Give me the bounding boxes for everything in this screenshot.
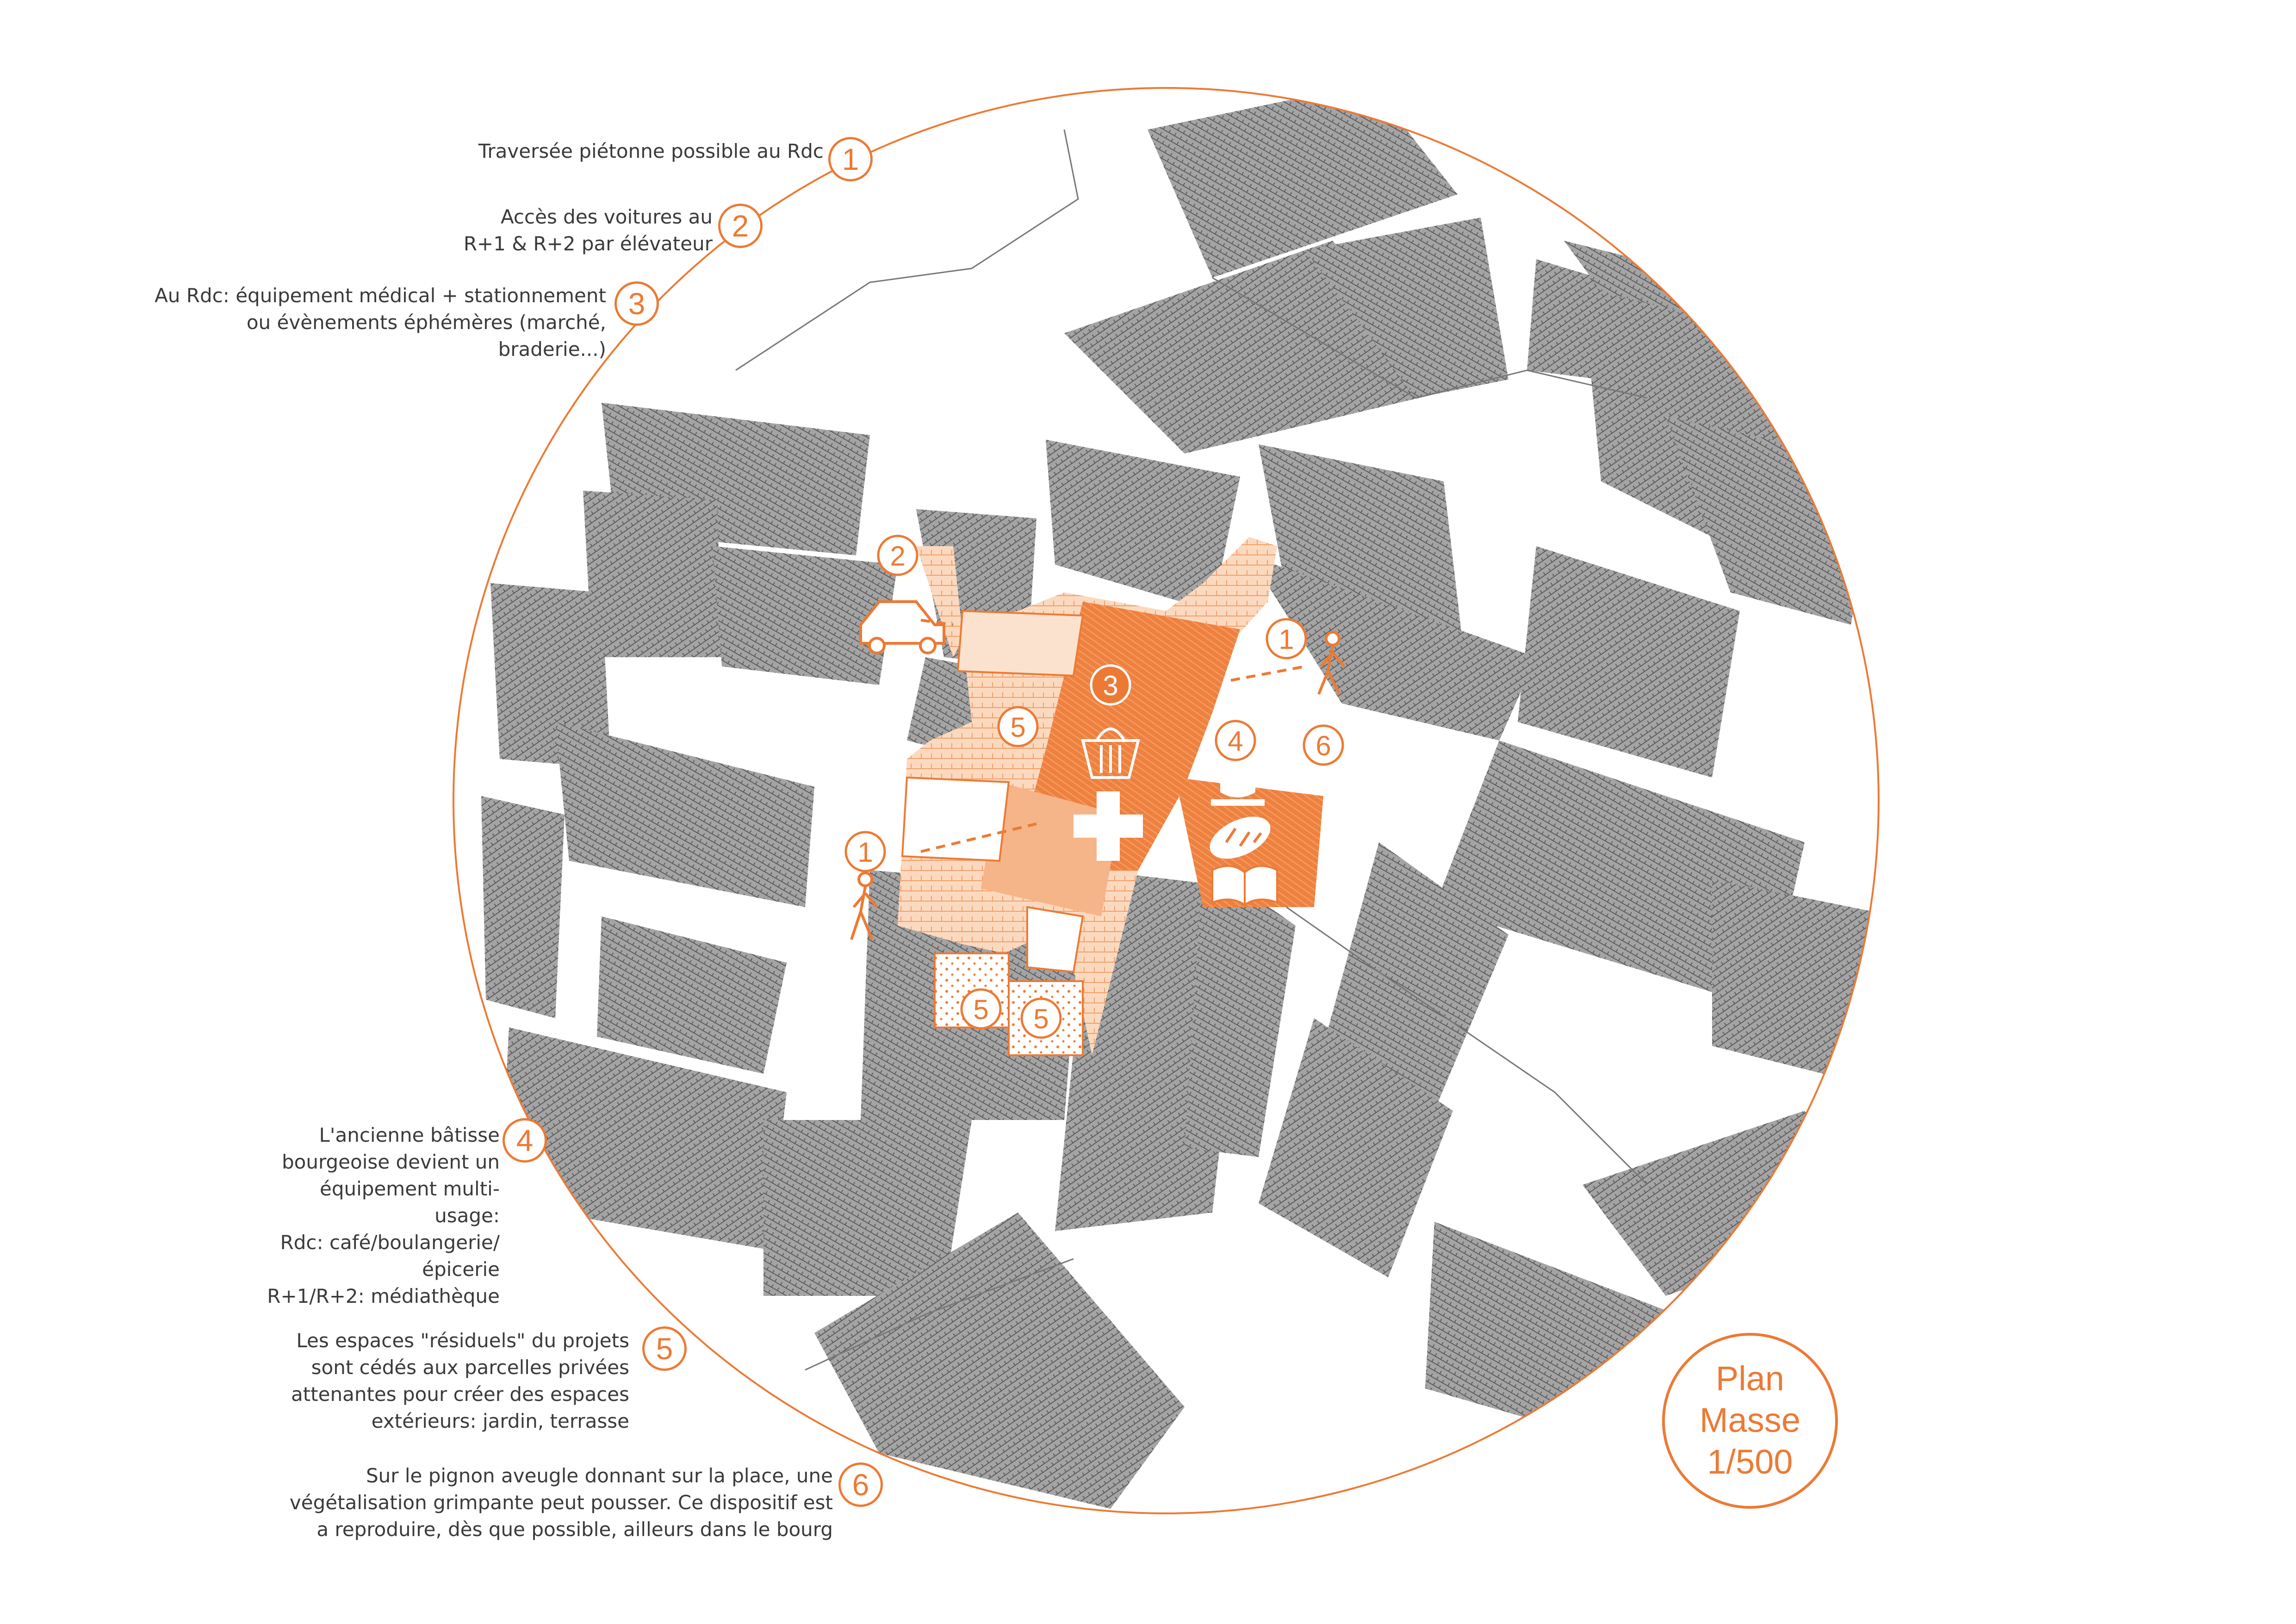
legend-note-6: Sur le pignon aveugle donnant sur la pla… [231,1462,833,1543]
legend-note-1-line: Traversée piétonne possible au Rdc [478,140,824,162]
basket-icon [1081,728,1140,779]
map-marker-1-west-label: 1 [857,837,873,868]
bread-icon [1210,816,1271,859]
legend-note-4-line: R+1/R+2: médiathèque [267,1285,500,1307]
map-marker-5-right: 5 [1020,997,1062,1039]
legend-note-2: Accès des voitures au R+1 & R+2 par élév… [416,204,713,257]
map-marker-5-left-label: 5 [973,994,988,1025]
legend-badge-1: 1 [828,137,873,181]
legend-badge-4: 4 [503,1118,547,1163]
plan-scale: 1/500 [1707,1443,1793,1481]
pedestrian-icon [1317,631,1346,695]
map-marker-2-label: 2 [890,541,905,572]
map-marker-5-north: 5 [997,706,1039,747]
plan-title-line-2: Masse [1700,1401,1800,1439]
legend-note-5-line: sont cédés aux parcelles privées [311,1356,629,1379]
arrow-icon [920,619,1305,853]
legend-note-4-line: épicerie [422,1258,500,1281]
map-marker-3: 3 [1090,664,1131,706]
legend-note-5: Les espaces "résiduels" du projets sont … [231,1327,629,1435]
map-marker-5-right-label: 5 [1033,1003,1049,1034]
map-marker-6: 6 [1303,724,1344,766]
legend-note-5-line: attenantes pour créer des espaces [291,1383,629,1406]
medical-cross-icon [1074,791,1143,861]
car-icon [859,600,945,654]
pedestrian-icon [850,871,878,940]
legend-badge-6: 6 [838,1462,883,1507]
legend-note-5-line: Les espaces "résiduels" du projets [296,1329,629,1352]
map-marker-2: 2 [877,535,918,576]
legend-note-4-line: L'ancienne bâtisse [319,1124,500,1146]
legend-badge-5: 5 [642,1326,687,1371]
legend-note-5-line: extérieurs: jardin, terrasse [371,1410,629,1432]
book-icon [1211,865,1278,906]
legend-note-2-line: Accès des voitures au [500,205,713,228]
legend-note-3-line: Au Rdc: équipement médical + stationneme… [155,284,606,307]
legend-note-1: Traversée piétonne possible au Rdc [407,138,824,165]
map-marker-4: 4 [1215,720,1256,761]
legend-note-2-line: R+1 & R+2 par élévateur [463,232,713,255]
map-marker-5-left: 5 [960,988,1002,1030]
legend-note-6-line: Sur le pignon aveugle donnant sur la pla… [366,1464,833,1487]
legend-badge-2: 2 [718,204,763,248]
legend-note-3-line: ou évènements éphémères (marché, [246,311,606,334]
legend-note-4-line: usage: [434,1204,500,1227]
map-marker-1-east-label: 1 [1278,624,1294,655]
legend-note-4-line: Rdc: café/boulangerie/ [280,1231,500,1254]
map-marker-1-east: 1 [1266,618,1307,660]
legend-note-3: Au Rdc: équipement médical + stationneme… [139,282,606,363]
map-marker-5-north-label: 5 [1010,712,1025,743]
map-marker-6-label: 6 [1316,730,1331,761]
legend-note-6-line: végétalisation grimpante peut pousser. C… [289,1491,833,1514]
legend-note-4-line: bourgeoise devient un [282,1151,500,1173]
street-outlines [735,129,1648,1371]
plan-title-circle: Plan Masse 1/500 [1662,1333,1838,1509]
legend-badge-3: 3 [614,281,659,326]
legend-note-3-line: braderie...) [498,338,606,361]
site-circle [453,87,1880,1514]
map-marker-4-label: 4 [1228,726,1243,757]
legend-note-4-line: équipement multi- [320,1177,500,1200]
map-marker-1-west: 1 [844,831,886,872]
legend-note-4: L'ancienne bâtisse bourgeoise devient un… [231,1122,500,1310]
plan-title-line-1: Plan [1715,1359,1785,1398]
legend-note-6-line: a reproduire, dès que possible, ailleurs… [316,1518,833,1541]
map-marker-3-label: 3 [1103,670,1118,701]
coffee-cup-icon [1211,767,1265,806]
